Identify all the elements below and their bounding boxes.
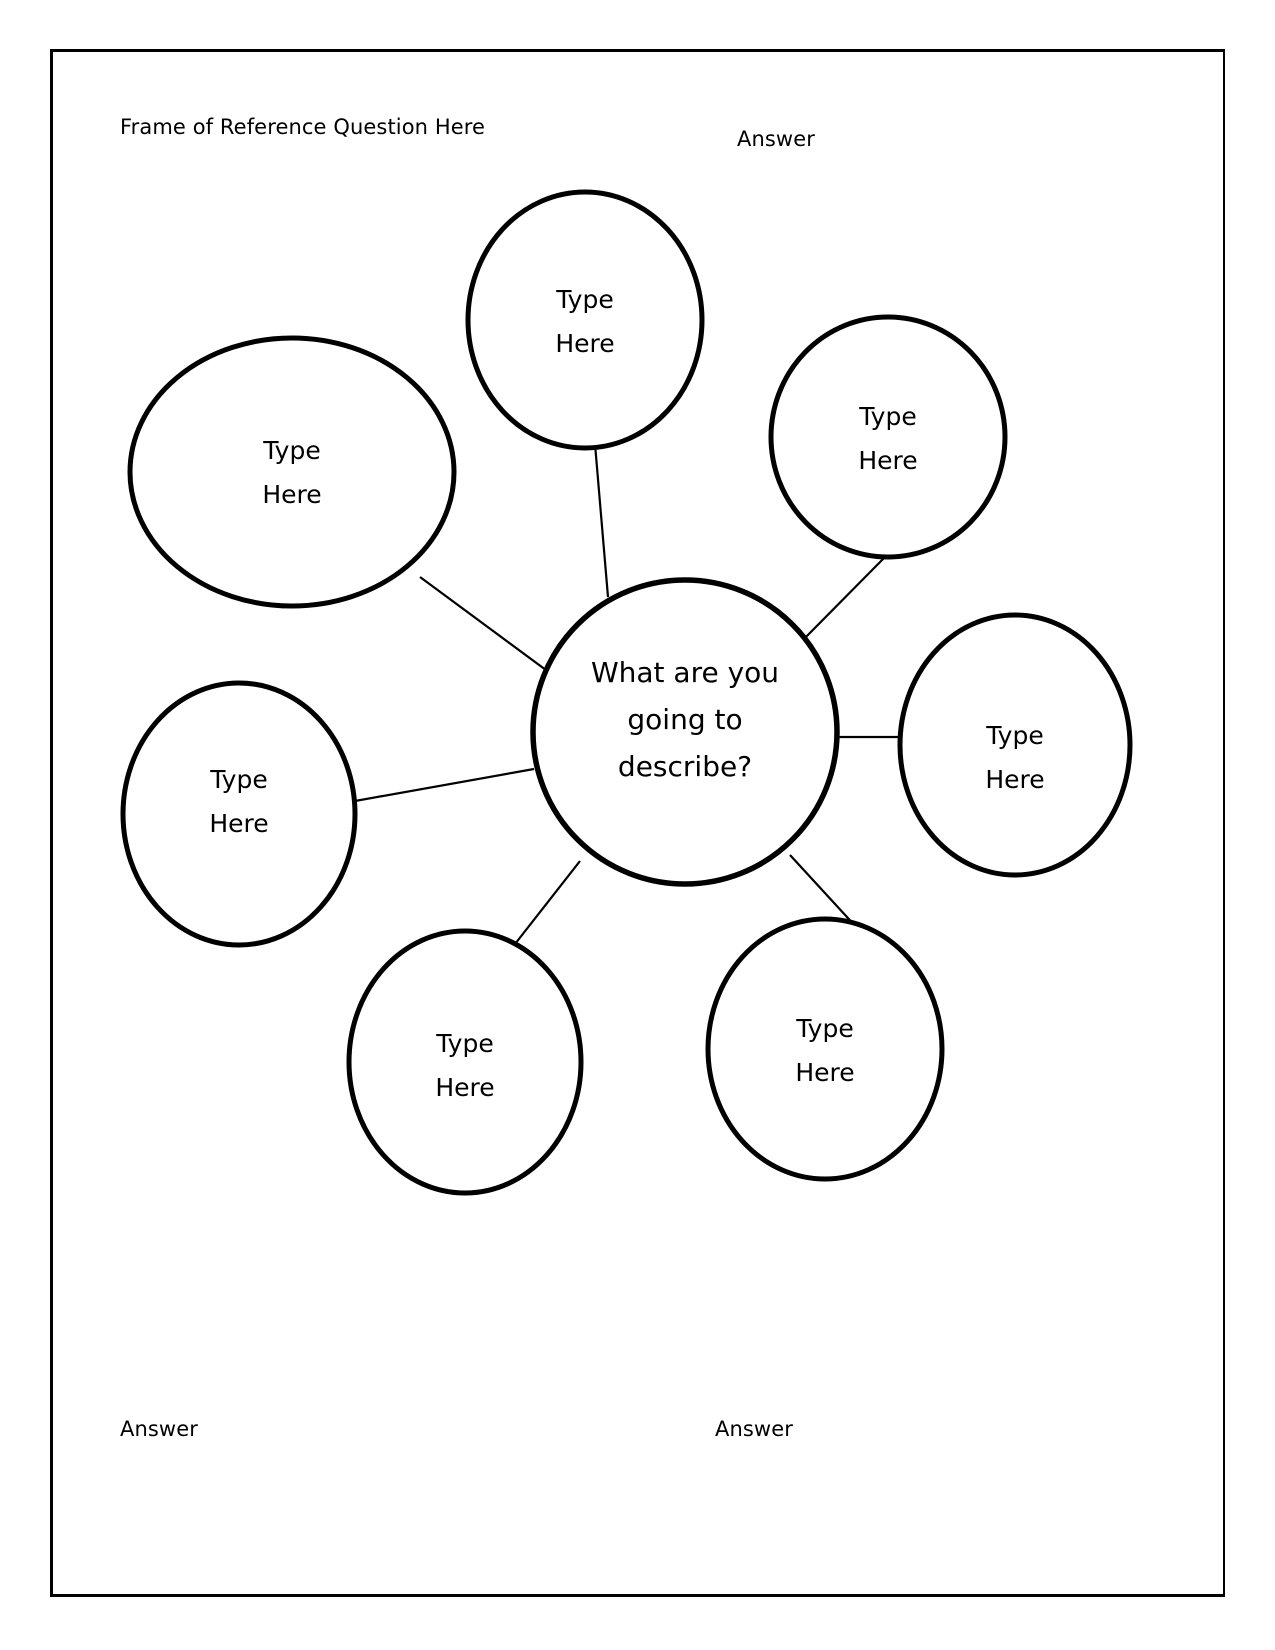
bubble-map-svg: Type Here Type Here Type Here Type Here [120, 189, 1133, 1196]
bubble-top-left-shape[interactable] [127, 335, 457, 609]
connector-center-to-bottom-left [514, 860, 581, 945]
connector-center-to-left [354, 767, 535, 803]
bubble-left-line2: Here [209, 809, 268, 838]
frame-of-reference-question-label: Frame of Reference Question Here [120, 115, 486, 139]
bubble-bottom-right[interactable]: Type Here [705, 916, 945, 1182]
bubble-top-right-line2: Here [858, 446, 917, 475]
connector-center-to-top-left [419, 576, 551, 674]
bubble-center-line1: What are you [591, 656, 779, 689]
page-border [50, 49, 1225, 1597]
bubble-bottom-left-shape[interactable] [346, 928, 584, 1196]
answer-label-bottom-right: Answer [715, 1417, 793, 1441]
bubble-left[interactable]: Type Here [120, 680, 358, 948]
bubble-top-right-line1: Type [858, 402, 916, 431]
connector-center-to-bottom-right [789, 854, 859, 930]
bubble-top-left[interactable]: Type Here [127, 335, 457, 609]
bubble-top-left-line1: Type [262, 436, 320, 465]
bubble-bottom-right-line1: Type [795, 1014, 853, 1043]
bubble-bottom-left-line1: Type [435, 1029, 493, 1058]
bubble-left-shape[interactable] [120, 680, 358, 948]
bubble-right-shape[interactable] [897, 612, 1133, 878]
connector-group [354, 443, 902, 945]
connector-center-to-top [593, 443, 610, 598]
bubble-center[interactable]: What are you going to describe? [530, 577, 840, 887]
bubble-map-diagram: Type Here Type Here Type Here Type Here [50, 49, 1225, 1597]
answer-label-top-right: Answer [737, 127, 815, 151]
bubble-top[interactable]: Type Here [465, 189, 705, 451]
bubble-right-line2: Here [985, 765, 1044, 794]
connector-center-to-top-right [799, 553, 889, 644]
bubble-right-line1: Type [985, 721, 1043, 750]
bubble-top-right-shape[interactable] [768, 314, 1008, 560]
bubble-bottom-left-line2: Here [435, 1073, 494, 1102]
bubble-top-right[interactable]: Type Here [768, 314, 1008, 560]
bubble-top-line1: Type [555, 285, 613, 314]
bubble-center-shape[interactable] [530, 577, 840, 887]
bubble-top-shape[interactable] [465, 189, 705, 451]
answer-label-bottom-left: Answer [120, 1417, 198, 1441]
bubble-bottom-right-line2: Here [795, 1058, 854, 1087]
bubble-right[interactable]: Type Here [897, 612, 1133, 878]
bubble-left-line1: Type [209, 765, 267, 794]
bubble-center-line3: describe? [618, 750, 752, 783]
bubble-bottom-left[interactable]: Type Here [346, 928, 584, 1196]
bubble-bottom-right-shape[interactable] [705, 916, 945, 1182]
bubble-top-left-line2: Here [262, 480, 321, 509]
bubble-top-line2: Here [555, 329, 614, 358]
bubble-center-line2: going to [627, 703, 742, 736]
